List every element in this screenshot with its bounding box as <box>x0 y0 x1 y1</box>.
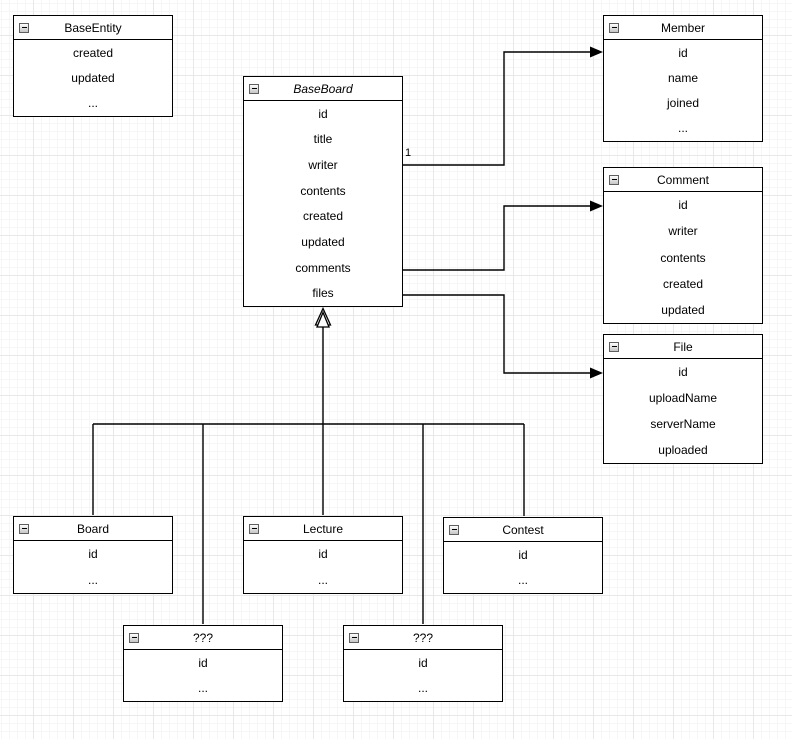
entity-title-bar: Member <box>604 16 762 40</box>
entity-field: created <box>302 209 344 224</box>
entity-title-bar: Comment <box>604 168 762 192</box>
edge-generalization-bus[interactable] <box>92 306 525 625</box>
entity-field: id <box>678 198 688 213</box>
entity-title: Lecture <box>302 521 344 536</box>
entity-field: updated <box>661 302 705 317</box>
entity-field: name <box>667 70 699 85</box>
edge-baseboard-member[interactable] <box>403 46 603 166</box>
entity-comment[interactable]: Comment id writer contents created updat… <box>603 167 763 324</box>
entity-file[interactable]: File id uploadName serverName uploaded <box>603 334 763 464</box>
entity-field: ... <box>197 681 208 696</box>
collapse-icon[interactable] <box>249 83 259 94</box>
entity-field: id <box>88 547 98 561</box>
entity-title: ??? <box>412 630 434 645</box>
entity-field: contents <box>300 183 346 198</box>
entity-title-bar: Contest <box>444 518 602 542</box>
entity-title-bar: ??? <box>124 626 282 650</box>
collapse-icon[interactable] <box>19 523 29 534</box>
entity-field: ... <box>317 573 328 587</box>
entity-field: ... <box>417 681 428 696</box>
entity-field: files <box>312 286 334 301</box>
entity-field: serverName <box>650 417 716 431</box>
entity-field: id <box>418 655 428 670</box>
entity-field: updated <box>71 70 115 85</box>
entity-field: ... <box>677 121 688 136</box>
generalization-triangle-icon <box>316 310 330 328</box>
entity-field: writer <box>668 224 698 239</box>
entity-baseboard[interactable]: BaseBoard id title writer contents creat… <box>243 76 403 307</box>
entity-title-bar: BaseEntity <box>14 16 172 40</box>
entity-field: joined <box>666 96 700 111</box>
collapse-icon[interactable] <box>349 632 359 643</box>
entity-unknown-2[interactable]: ??? id ... <box>343 625 503 702</box>
minus-glyph <box>611 346 617 347</box>
minus-glyph <box>21 27 27 28</box>
entity-field: created <box>662 276 704 291</box>
entity-title-bar: File <box>604 335 762 359</box>
collapse-icon[interactable] <box>249 523 259 534</box>
entity-field: id <box>318 106 328 121</box>
entity-field: uploaded <box>658 443 708 457</box>
minus-glyph <box>451 529 457 530</box>
arrowhead-icon <box>590 200 603 212</box>
minus-glyph <box>251 88 257 89</box>
entity-field: comments <box>295 260 351 275</box>
minus-glyph <box>611 179 617 180</box>
entity-field: id <box>318 547 328 561</box>
entity-title: Contest <box>502 522 544 537</box>
multiplicity-label: 1 <box>405 147 412 159</box>
entity-title: BaseBoard <box>293 81 353 96</box>
arrowhead-icon <box>590 367 603 379</box>
minus-glyph <box>351 637 357 638</box>
entity-field: writer <box>308 158 338 173</box>
entity-field: id <box>678 45 688 60</box>
entity-title: BaseEntity <box>64 20 122 35</box>
entity-field: uploadName <box>648 391 718 405</box>
entity-title: ??? <box>192 630 214 645</box>
entity-field: id <box>678 365 688 379</box>
entity-title: Member <box>660 20 705 35</box>
collapse-icon[interactable] <box>19 22 29 33</box>
collapse-icon[interactable] <box>609 341 619 352</box>
entity-field: ... <box>87 573 98 587</box>
collapse-icon[interactable] <box>449 524 459 535</box>
arrowhead-icon <box>590 46 603 58</box>
entity-field: contents <box>660 250 706 265</box>
edge-baseboard-comment[interactable] <box>403 200 603 271</box>
minus-glyph <box>131 637 137 638</box>
minus-glyph <box>611 27 617 28</box>
entity-lecture[interactable]: Lecture id ... <box>243 516 403 594</box>
entity-title-bar: ??? <box>344 626 502 650</box>
entity-field: id <box>198 655 208 670</box>
entity-field: created <box>72 45 114 60</box>
edge-baseboard-file[interactable] <box>403 294 603 379</box>
collapse-icon[interactable] <box>609 174 619 185</box>
entity-board[interactable]: Board id ... <box>13 516 173 594</box>
entity-title-bar: Lecture <box>244 517 402 541</box>
entity-field: ... <box>517 573 528 588</box>
minus-glyph <box>21 528 27 529</box>
collapse-icon[interactable] <box>129 632 139 643</box>
minus-glyph <box>251 528 257 529</box>
entity-field: title <box>313 132 333 147</box>
entity-contest[interactable]: Contest id ... <box>443 517 603 594</box>
entity-member[interactable]: Member id name joined ... <box>603 15 763 142</box>
entity-baseentity[interactable]: BaseEntity created updated ... <box>13 15 173 117</box>
entity-unknown-1[interactable]: ??? id ... <box>123 625 283 702</box>
entity-field: updated <box>301 234 345 249</box>
entity-title-bar: Board <box>14 517 172 541</box>
entity-field: id <box>518 547 528 562</box>
entity-title: File <box>673 339 693 354</box>
collapse-icon[interactable] <box>609 22 619 33</box>
entity-title: Board <box>76 521 110 536</box>
entity-field: ... <box>87 96 98 111</box>
entity-title: Comment <box>656 172 709 187</box>
entity-title-bar: BaseBoard <box>244 77 402 101</box>
